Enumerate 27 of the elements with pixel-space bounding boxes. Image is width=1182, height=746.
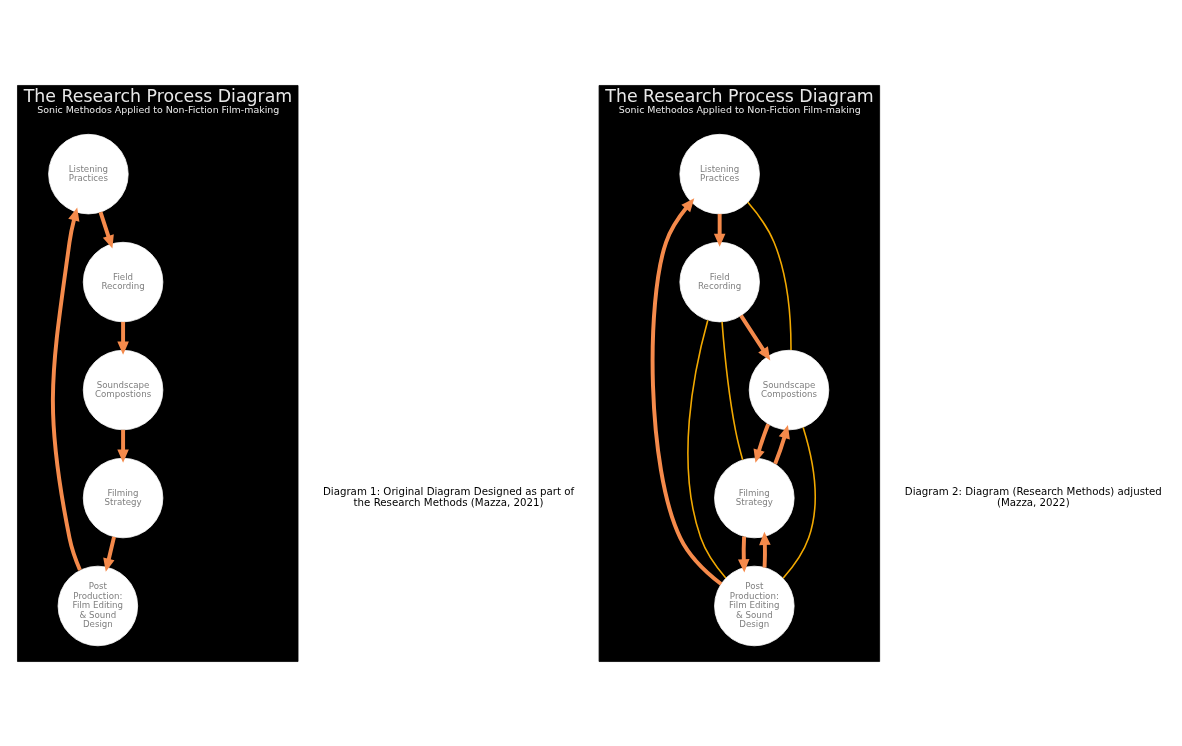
- arrow: [51, 207, 82, 571]
- arrow: [98, 211, 114, 249]
- node-circle: Listening Practices: [48, 133, 129, 214]
- arrow: [773, 424, 790, 465]
- node-circle: Post Production: Film Editing & Sound Design: [714, 565, 795, 646]
- label: Diagram 1: Original Diagram Designed as part of the Research Methods (Mazza, 2021): [322, 484, 575, 508]
- node-circle: Field Recording: [82, 241, 164, 322]
- node-circle: Soundscape Compostions: [82, 349, 164, 430]
- connector: [782, 426, 816, 579]
- node-circle: Soundscape Compostions: [748, 349, 830, 430]
- arrow: [759, 531, 771, 568]
- arrow: [739, 314, 771, 361]
- arrow: [713, 213, 726, 247]
- node-circle: Post Production: Film Editing & Sound Design: [57, 565, 139, 646]
- node-circle: Filming Strategy: [82, 457, 164, 538]
- arrow: [650, 197, 723, 586]
- connector: [721, 320, 744, 460]
- arrow: [117, 429, 129, 463]
- connector: [747, 201, 792, 351]
- arrow: [117, 321, 129, 355]
- connector: [687, 318, 727, 579]
- node-circle: Filming Strategy: [714, 457, 795, 538]
- arrow: [103, 535, 116, 572]
- arrow: [738, 536, 750, 572]
- label: Diagram 2: Diagram (Research Methods) adjusted (Mazza, 2022): [904, 484, 1162, 508]
- arrow: [753, 423, 770, 463]
- node-circle: Field Recording: [679, 241, 760, 322]
